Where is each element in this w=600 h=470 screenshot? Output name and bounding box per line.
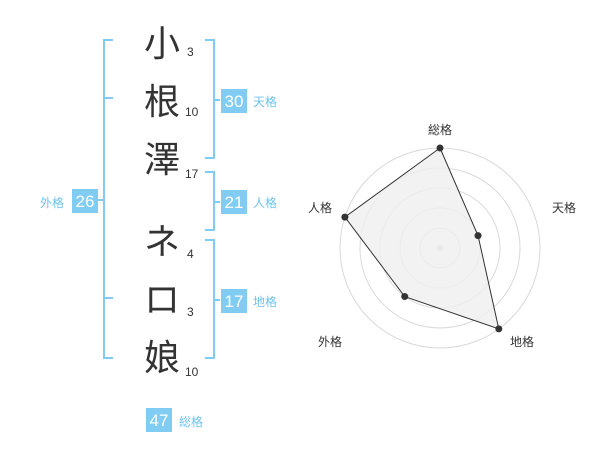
radar-axis-label-4: 外格 bbox=[318, 334, 342, 349]
soukaku-value: 47 bbox=[150, 411, 169, 430]
radar-point-3 bbox=[495, 325, 503, 333]
radar-point-5 bbox=[341, 213, 349, 221]
radar-axis-label-2: 天格 bbox=[552, 200, 576, 215]
gaikaku-label: 外格 bbox=[40, 195, 64, 210]
stroke-count-4: 4 bbox=[187, 247, 194, 261]
jinkaku-box bbox=[221, 190, 247, 214]
name-char-2: 根 bbox=[144, 82, 180, 123]
chikaku-box bbox=[221, 289, 247, 313]
radar-axis-label-1: 総格 bbox=[428, 122, 452, 137]
chikaku-label: 地格 bbox=[253, 294, 277, 309]
tenkaku-box bbox=[221, 89, 247, 113]
radar-point-1 bbox=[436, 144, 444, 152]
radar-axis-label-3: 地格 bbox=[510, 334, 534, 349]
gaikaku-value: 26 bbox=[76, 192, 95, 211]
stroke-count-5: 3 bbox=[187, 305, 194, 319]
radar-point-2 bbox=[474, 232, 482, 240]
soukaku-box bbox=[146, 408, 172, 432]
gaikaku-bracket bbox=[98, 39, 113, 359]
name-char-1: 小 bbox=[144, 24, 180, 65]
name-char-3: 澤 bbox=[144, 140, 180, 181]
radar-series-polygon bbox=[344, 147, 500, 330]
name-char-4: ネ bbox=[144, 222, 180, 263]
stroke-count-1: 3 bbox=[187, 45, 194, 59]
stroke-count-3: 17 bbox=[185, 167, 199, 181]
chikaku-value: 17 bbox=[225, 292, 244, 311]
stroke-count-6: 10 bbox=[185, 365, 199, 379]
name-char-6: 娘 bbox=[144, 338, 180, 379]
jinkaku-value: 21 bbox=[225, 193, 244, 212]
name-char-5: ロ bbox=[144, 280, 180, 321]
stroke-count-2: 10 bbox=[185, 105, 199, 119]
jinkaku-label: 人格 bbox=[253, 195, 277, 210]
jinkaku-bracket bbox=[205, 171, 220, 231]
tenkaku-label: 天格 bbox=[253, 94, 277, 109]
radar-axis-label-5: 人格 bbox=[308, 200, 332, 215]
radar-point-4 bbox=[401, 293, 409, 301]
soukaku-label: 総格 bbox=[179, 414, 203, 429]
chikaku-bracket bbox=[205, 239, 220, 359]
tenkaku-value: 30 bbox=[225, 92, 244, 111]
gaikaku-box bbox=[72, 189, 98, 213]
tenkaku-bracket bbox=[205, 39, 220, 159]
